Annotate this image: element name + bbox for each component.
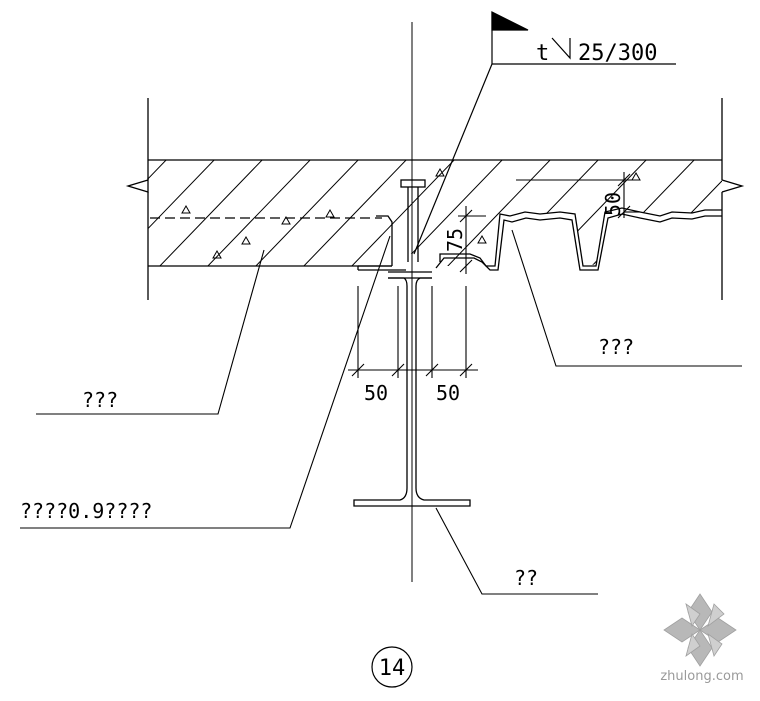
hatch-line — [732, 156, 760, 270]
dim-left-flange-text: 50 — [364, 381, 388, 405]
slab-hatching — [148, 156, 760, 270]
dimension-edge-height — [458, 206, 486, 274]
watermark-text: zhulong.com — [660, 669, 743, 684]
weld-spec-label: 25/300 — [578, 41, 657, 66]
dim-right-flange-text: 50 — [436, 381, 460, 405]
hatch-line — [148, 160, 171, 266]
hatch-line — [155, 160, 267, 266]
shear-stud — [400, 179, 426, 262]
hatch-line — [443, 160, 555, 266]
dim-edge-height-text: 75 — [443, 228, 467, 252]
detail-number-marker: 14 — [371, 646, 413, 688]
zhulong-logo-icon — [663, 593, 737, 667]
callout-left-slab-label: ??? — [82, 388, 118, 412]
callout-leaders — [20, 229, 742, 595]
concrete-aggregate-marks — [181, 167, 641, 259]
callout-edge-plate-label: ????0.9???? — [20, 499, 152, 523]
hatch-line — [251, 160, 363, 266]
hatch-line — [148, 160, 219, 266]
dim-deck-height-text: 50 — [601, 192, 625, 216]
profiled-steel-deck — [435, 207, 722, 271]
callout-beam-label: ?? — [514, 566, 538, 590]
hatch-line — [347, 160, 459, 266]
dimension-flange-widths — [348, 286, 478, 378]
callout-right-deck-label: ??? — [598, 335, 634, 359]
dimension-deck-height — [516, 172, 640, 219]
weld-symbol — [413, 11, 676, 255]
edge-plate — [357, 215, 406, 271]
hatch-line — [299, 160, 411, 266]
hatch-line — [395, 160, 507, 266]
hatch-line — [203, 160, 315, 266]
weld-symbol-label: t — [536, 41, 549, 66]
detail-number-text: 14 — [379, 656, 406, 681]
concrete-slab — [125, 98, 745, 300]
